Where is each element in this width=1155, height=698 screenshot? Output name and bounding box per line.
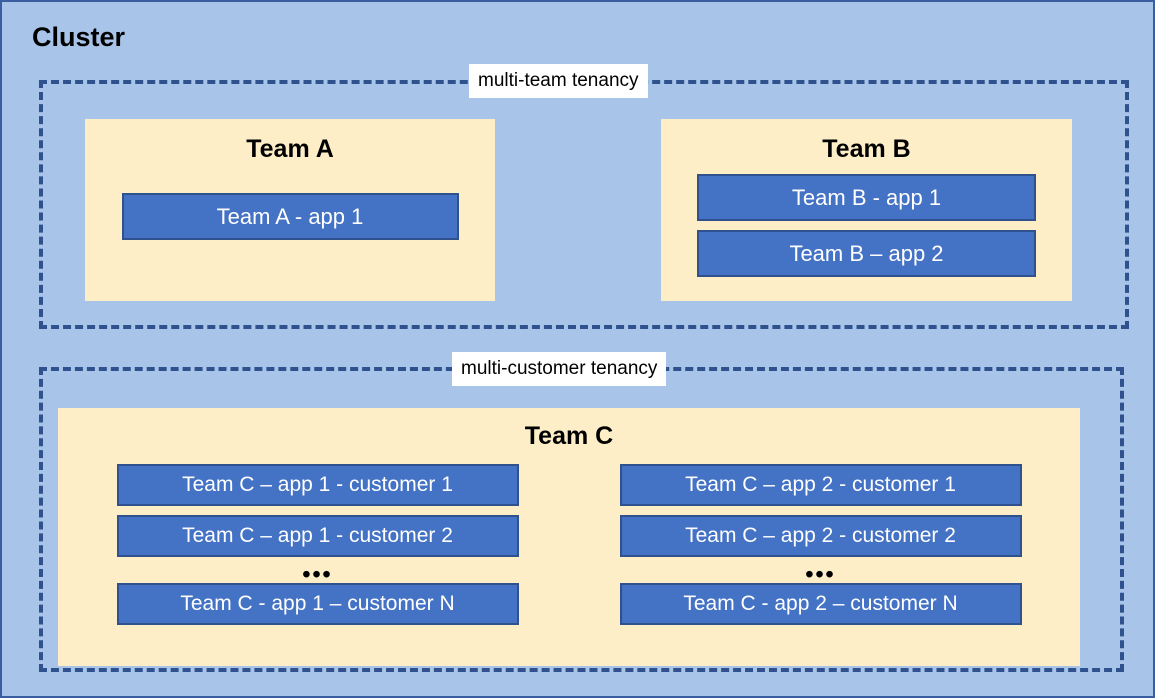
app-list-team-a: Team A - app 1: [121, 193, 459, 240]
team-box-team-a: Team A Team A - app 1: [85, 119, 495, 301]
app-column-team-c-app-2: Team C – app 2 - customer 1 Team C – app…: [619, 464, 1022, 625]
team-title-team-a: Team A: [246, 135, 334, 163]
ellipsis-team-c-app-2: •••: [805, 561, 836, 587]
app-box-team-a-app-1[interactable]: Team A - app 1: [121, 193, 459, 240]
team-title-team-c: Team C: [524, 422, 614, 450]
app-columns-team-c: Team C – app 1 - customer 1 Team C – app…: [116, 464, 1022, 625]
app-box-team-c-app-2-customer-n[interactable]: Team C - app 2 – customer N: [619, 583, 1022, 625]
app-box-team-c-app-1-customer-n[interactable]: Team C - app 1 – customer N: [116, 583, 519, 625]
app-box-team-b-app-2[interactable]: Team B – app 2: [697, 230, 1036, 277]
app-list-team-b: Team B - app 1 Team B – app 2: [697, 174, 1036, 277]
page-title: Cluster: [32, 22, 126, 52]
ellipsis-team-c-app-1: •••: [302, 561, 333, 587]
app-box-team-c-app-1-customer-2[interactable]: Team C – app 1 - customer 2: [116, 515, 519, 557]
app-box-team-c-app-2-customer-2[interactable]: Team C – app 2 - customer 2: [619, 515, 1022, 557]
team-box-team-b: Team B Team B - app 1 Team B – app 2: [661, 119, 1072, 301]
app-box-team-b-app-1[interactable]: Team B - app 1: [697, 174, 1036, 221]
team-title-team-b: Team B: [822, 135, 911, 163]
app-column-team-c-app-1: Team C – app 1 - customer 1 Team C – app…: [116, 464, 519, 625]
tenancy-region-label-multi-team: multi-team tenancy: [469, 64, 648, 98]
tenancy-region-label-multi-customer: multi-customer tenancy: [452, 352, 667, 386]
team-box-team-c: Team C Team C – app 1 - customer 1 Team …: [58, 408, 1080, 666]
app-box-team-c-app-2-customer-1[interactable]: Team C – app 2 - customer 1: [619, 464, 1022, 506]
app-box-team-c-app-1-customer-1[interactable]: Team C – app 1 - customer 1: [116, 464, 519, 506]
